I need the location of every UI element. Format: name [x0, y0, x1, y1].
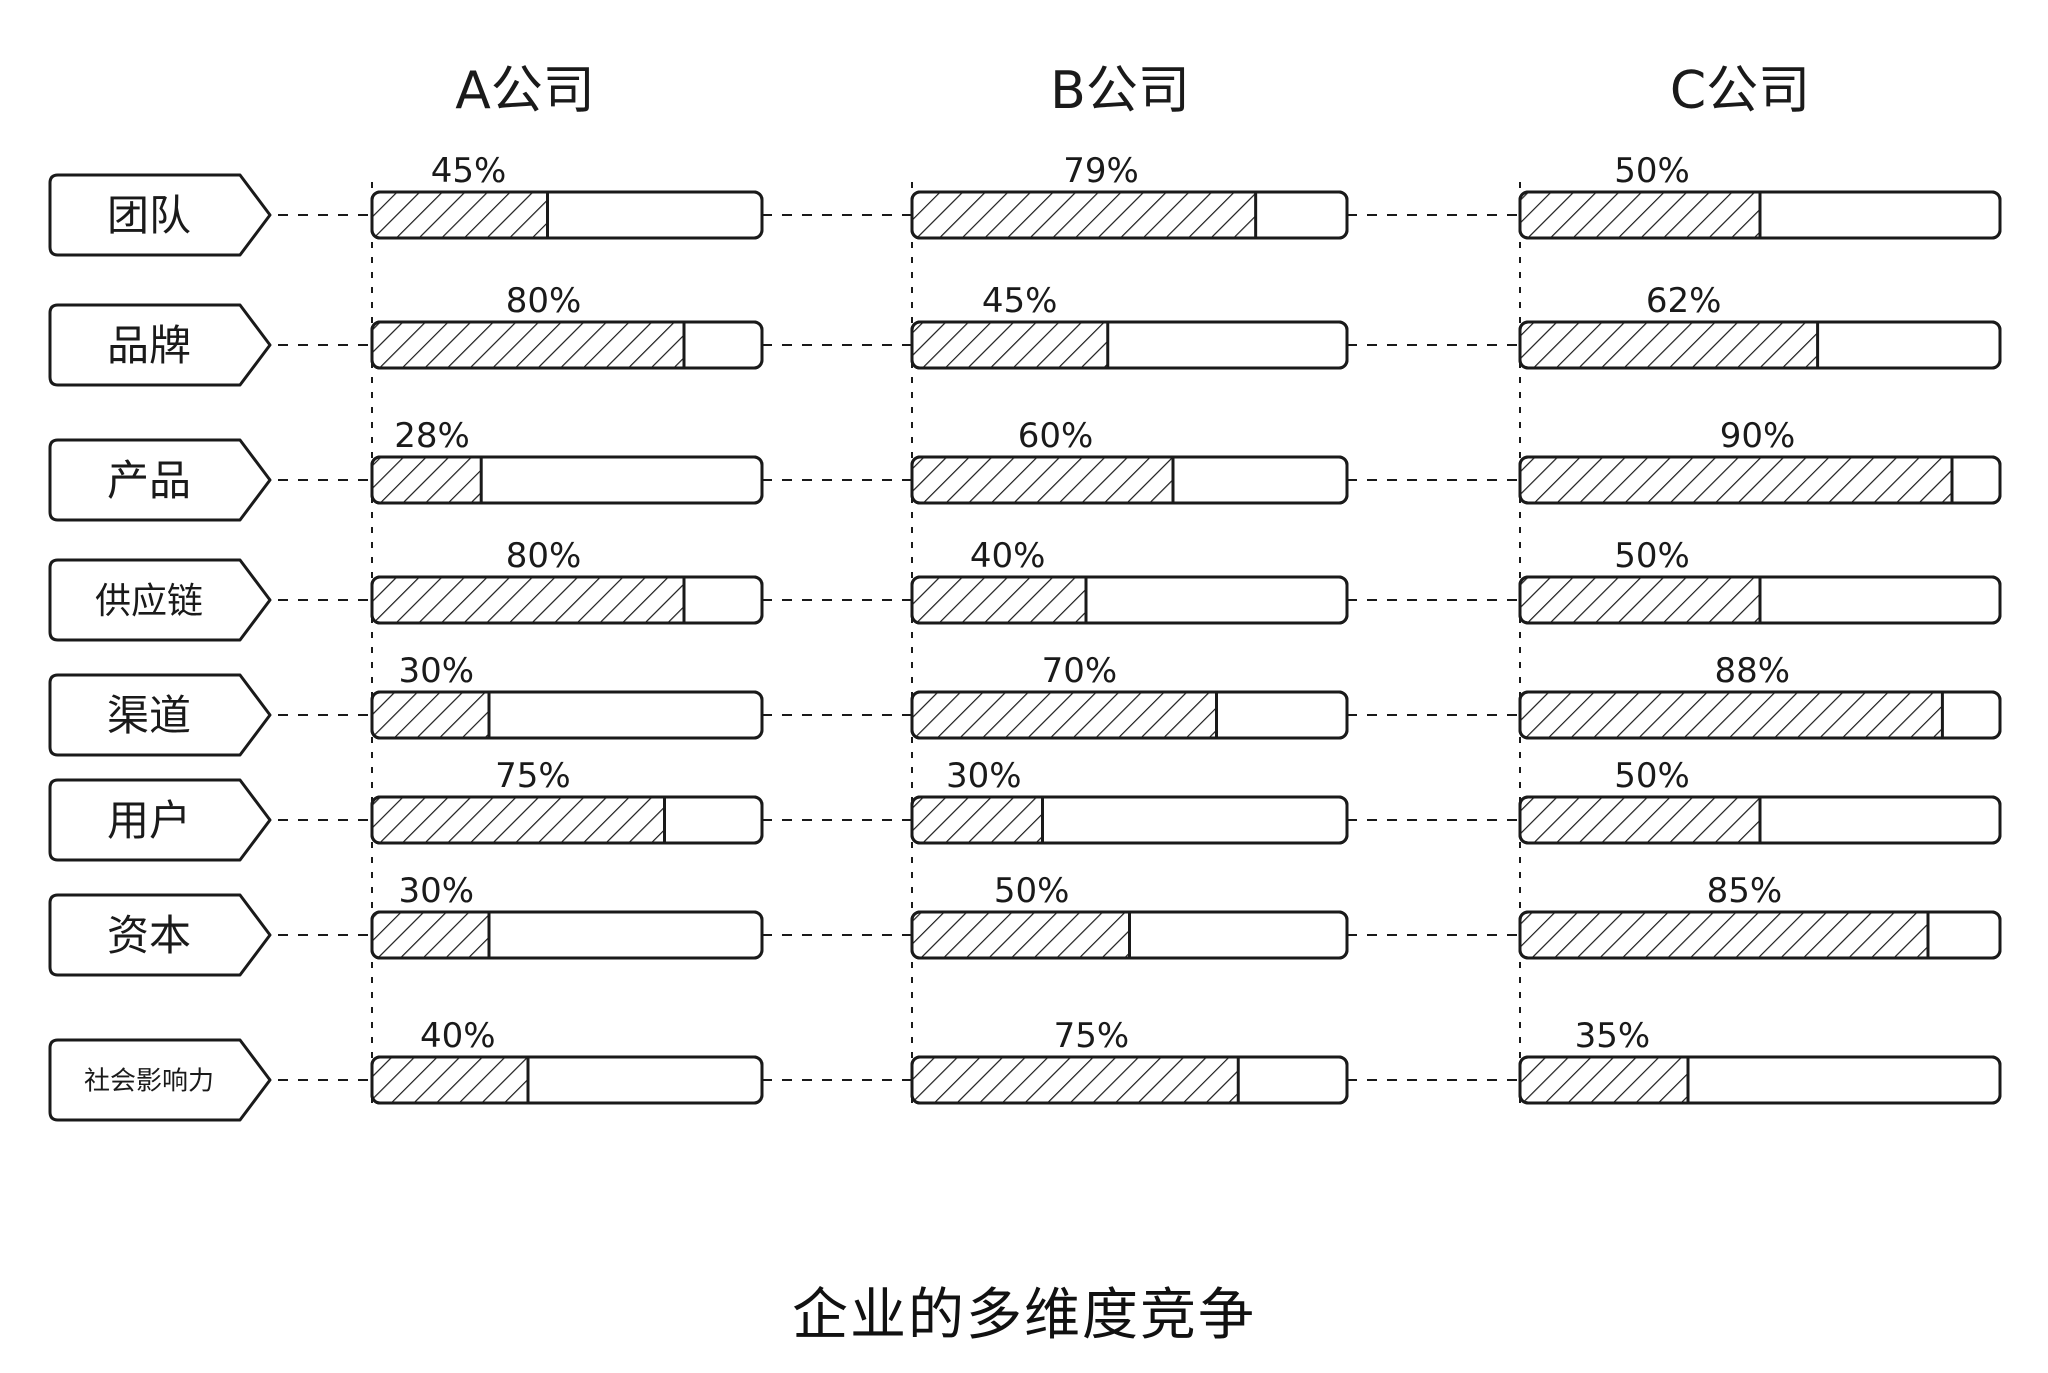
data-label: 45% — [431, 151, 507, 191]
category-tag — [48, 893, 272, 977]
data-label: 88% — [1715, 651, 1791, 691]
category-tag — [48, 303, 272, 387]
bar — [373, 458, 482, 502]
bar-outline — [910, 690, 1349, 740]
bar-outline — [1518, 320, 2002, 370]
chart-title: 企业的多维度竞争 — [792, 1283, 1256, 1348]
bar-outline — [910, 455, 1349, 505]
bar-outline — [910, 320, 1349, 370]
bar — [1521, 913, 1928, 957]
bar — [373, 193, 548, 237]
bar — [373, 578, 684, 622]
data-label: 70% — [1042, 651, 1118, 691]
category-tag — [48, 1038, 272, 1122]
category-label: 产品 — [107, 456, 191, 505]
bar-outline — [1518, 795, 2002, 845]
bar — [913, 193, 1256, 237]
bar — [373, 913, 489, 957]
category-tag — [48, 558, 272, 642]
bar — [373, 323, 684, 367]
bar — [913, 693, 1217, 737]
bar — [1521, 1058, 1688, 1102]
bar — [1521, 798, 1760, 842]
series-label: C公司 — [1670, 61, 1810, 121]
bar-outline — [910, 575, 1349, 625]
category-label: 社会影响力 — [84, 1066, 214, 1096]
data-label: 75% — [1054, 1016, 1130, 1056]
category-label: 供应链 — [95, 581, 203, 622]
category-label: 资本 — [107, 911, 191, 960]
series-label: A公司 — [455, 61, 595, 121]
data-label: 75% — [495, 756, 571, 796]
data-label: 40% — [970, 536, 1046, 576]
bar — [913, 578, 1086, 622]
data-label: 50% — [994, 871, 1070, 911]
bar-outline — [1518, 575, 2002, 625]
bar — [1521, 578, 1760, 622]
bar — [373, 798, 665, 842]
bar — [1521, 693, 1943, 737]
data-label: 28% — [394, 416, 470, 456]
bar — [1521, 323, 1818, 367]
bar — [1521, 193, 1760, 237]
category-tag — [48, 438, 272, 522]
bar-outline — [370, 1055, 764, 1105]
data-label: 30% — [399, 651, 475, 691]
bar-outline — [1518, 690, 2002, 740]
data-label: 90% — [1720, 416, 1796, 456]
bar-outline — [910, 910, 1349, 960]
data-label: 80% — [506, 281, 582, 321]
category-tag — [48, 173, 272, 257]
bar — [373, 1058, 528, 1102]
data-label: 62% — [1646, 281, 1722, 321]
bar-outline — [1518, 1055, 2002, 1105]
bar-outline — [370, 795, 764, 845]
bar-outline — [910, 795, 1349, 845]
bar-outline — [370, 320, 764, 370]
bar-outline — [1518, 455, 2002, 505]
bar — [373, 693, 489, 737]
data-label: 50% — [1614, 151, 1690, 191]
category-label: 品牌 — [107, 321, 191, 370]
category-label: 团队 — [107, 191, 191, 240]
data-label: 50% — [1614, 536, 1690, 576]
bar-outline — [1518, 190, 2002, 240]
bar — [913, 458, 1173, 502]
bar-outline — [910, 1055, 1349, 1105]
category-tag — [48, 778, 272, 862]
bar-outline — [370, 910, 764, 960]
bar-outline — [370, 190, 764, 240]
data-label: 45% — [982, 281, 1058, 321]
data-label: 30% — [946, 756, 1022, 796]
category-label: 用户 — [107, 796, 191, 845]
bar-outline — [910, 190, 1349, 240]
bar-outline — [370, 575, 764, 625]
bar — [913, 323, 1108, 367]
bar-outline — [370, 455, 764, 505]
bar-outline — [1518, 910, 2002, 960]
bar — [913, 1058, 1239, 1102]
data-label: 35% — [1575, 1016, 1651, 1056]
data-label: 40% — [420, 1016, 496, 1056]
data-label: 80% — [506, 536, 582, 576]
bar — [913, 798, 1043, 842]
bar — [1521, 458, 1952, 502]
bar-outline — [370, 690, 764, 740]
series-label: B公司 — [1050, 61, 1190, 121]
bar — [913, 913, 1130, 957]
category-tag — [48, 673, 272, 757]
data-label: 60% — [1018, 416, 1094, 456]
data-label: 85% — [1707, 871, 1783, 911]
data-label: 30% — [399, 871, 475, 911]
data-label: 50% — [1614, 756, 1690, 796]
category-label: 渠道 — [107, 691, 191, 740]
data-label: 79% — [1063, 151, 1139, 191]
